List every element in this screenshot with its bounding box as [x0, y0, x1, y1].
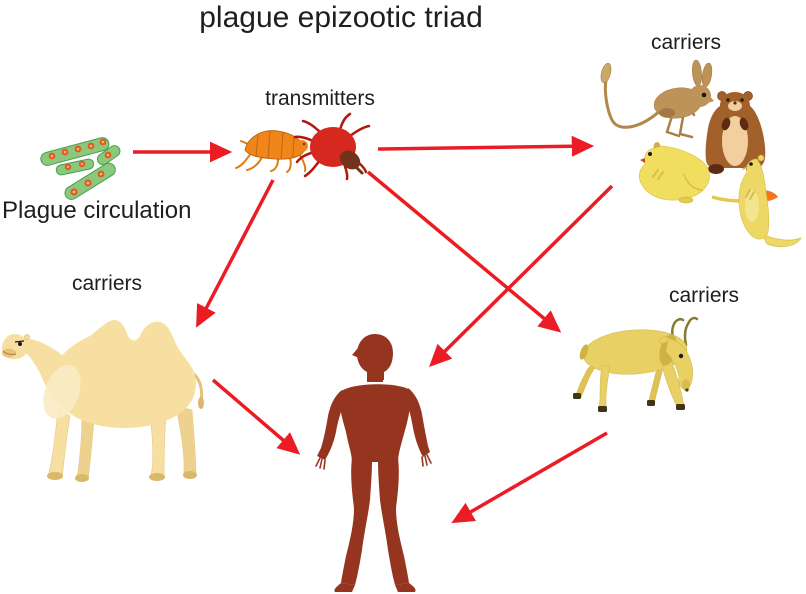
jerboa-icon [600, 59, 714, 139]
camel-icon [2, 320, 204, 482]
label-carriers-camel: carriers [71, 272, 143, 295]
marmot-icon [705, 91, 766, 174]
arrow-transmitters-to-carriers_rodents [377, 135, 595, 157]
label-plague-circulation: Plague circulation [2, 197, 192, 224]
label-transmitters: transmitters [265, 87, 375, 110]
label-carriers-saiga: carriers [668, 284, 740, 307]
arrows-layer [133, 135, 614, 524]
arrow-transmitters-to-carriers_saiga [366, 170, 562, 333]
bacteria-icon [40, 137, 121, 200]
human-icon [315, 334, 432, 592]
tick-icon [293, 112, 371, 181]
rodents-carriers-icon [600, 59, 802, 248]
saiga-antelope-icon [573, 316, 699, 412]
label-carriers-rodents: carriers [650, 31, 722, 54]
diagram-title: plague epizootic triad [199, 1, 483, 34]
flea-icon [235, 130, 308, 173]
arrow-carriers_rodents-to-human [429, 184, 614, 367]
arrow-carriers_saiga-to-human [451, 431, 608, 524]
ground-squirrel-icon [738, 154, 802, 248]
arrow-carriers_camel-to-human [211, 378, 301, 455]
arrow-transmitters-to-carriers_camel [196, 179, 275, 328]
